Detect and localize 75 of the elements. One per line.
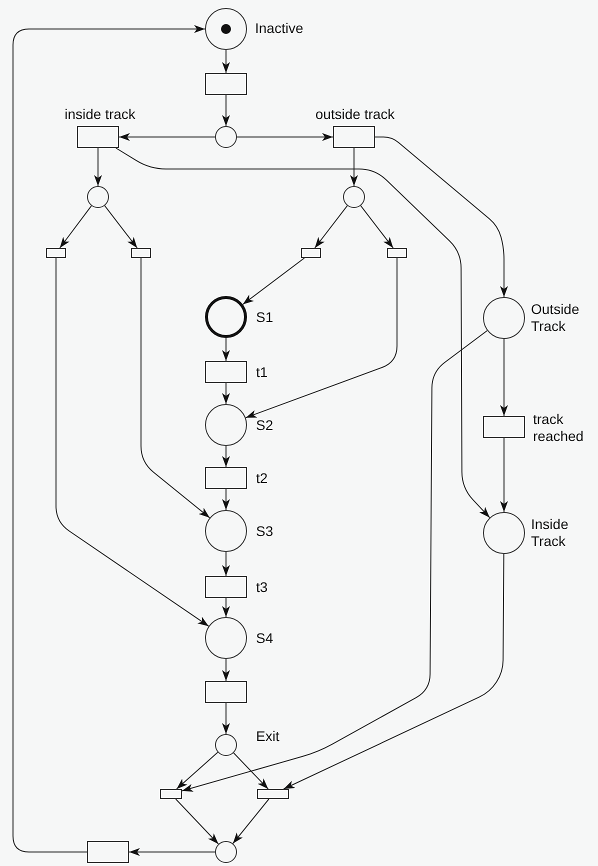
place-circle [215, 841, 237, 863]
arrow [222, 598, 230, 618]
transition-box [160, 789, 182, 799]
arrow [222, 446, 230, 468]
arrow [245, 258, 398, 418]
place-label: Exit [256, 728, 280, 745]
arrow [222, 702, 230, 734]
place-circle [483, 512, 525, 554]
arrow [500, 338, 508, 416]
transition-box [301, 248, 321, 258]
transition-box [205, 73, 247, 95]
transition-box [205, 361, 247, 383]
arrow [12, 25, 206, 852]
place-circle [205, 404, 247, 446]
place-label: Inactive [255, 20, 304, 37]
arrow [360, 205, 394, 248]
place-circle [215, 734, 237, 756]
arrow [242, 258, 305, 305]
place-circle [205, 510, 247, 552]
transition-box [205, 576, 247, 598]
transition-label: outside track [314, 106, 396, 123]
place-label: Inside Track [531, 516, 570, 550]
transition-box [257, 789, 289, 799]
transition-box [483, 416, 525, 438]
arrow [104, 205, 138, 248]
arrow [59, 205, 92, 248]
transition-label: track reached [533, 411, 585, 445]
arrow [222, 658, 230, 682]
arrow [236, 133, 334, 141]
arrow [222, 50, 230, 74]
place-circle [483, 297, 525, 339]
transition-box [333, 126, 375, 148]
place-label: S3 [256, 523, 274, 540]
place-label: S1 [256, 309, 274, 326]
place-label: S4 [256, 630, 274, 647]
arrow [94, 148, 102, 186]
arrow [175, 798, 219, 844]
arrow [115, 148, 490, 518]
transition-box [46, 248, 66, 258]
arrow [350, 148, 358, 186]
arrow [314, 205, 348, 248]
transition-label: inside track [64, 106, 136, 123]
transition-label: t2 [256, 470, 269, 487]
arrow [56, 258, 210, 627]
arrow [232, 798, 270, 844]
arrow [140, 258, 210, 518]
arrow [222, 488, 230, 510]
place-circle [205, 296, 247, 338]
transition-box [205, 681, 247, 703]
place-circle [87, 186, 109, 208]
arrow [374, 136, 508, 298]
arrow [222, 552, 230, 576]
transition-box [77, 126, 119, 148]
place-label: S2 [256, 417, 274, 434]
transition-box [205, 467, 247, 489]
place-circle [215, 126, 237, 148]
transition-box [87, 841, 129, 863]
arrow [222, 382, 230, 404]
arrow [233, 752, 269, 790]
arrow [500, 438, 508, 512]
place-circle [205, 617, 247, 659]
arrow [283, 554, 504, 790]
arrow [118, 133, 216, 141]
arrow [222, 94, 230, 126]
place-circle [343, 186, 365, 208]
place-circle [205, 8, 247, 50]
transition-label: t3 [256, 579, 269, 596]
arrow [128, 848, 216, 856]
arrow [182, 330, 488, 792]
transition-box [131, 248, 151, 258]
arrow [176, 752, 218, 790]
transition-label: t1 [256, 364, 269, 381]
place-label: Outside Track [531, 301, 580, 335]
arrow [222, 338, 230, 362]
transition-box [387, 248, 407, 258]
